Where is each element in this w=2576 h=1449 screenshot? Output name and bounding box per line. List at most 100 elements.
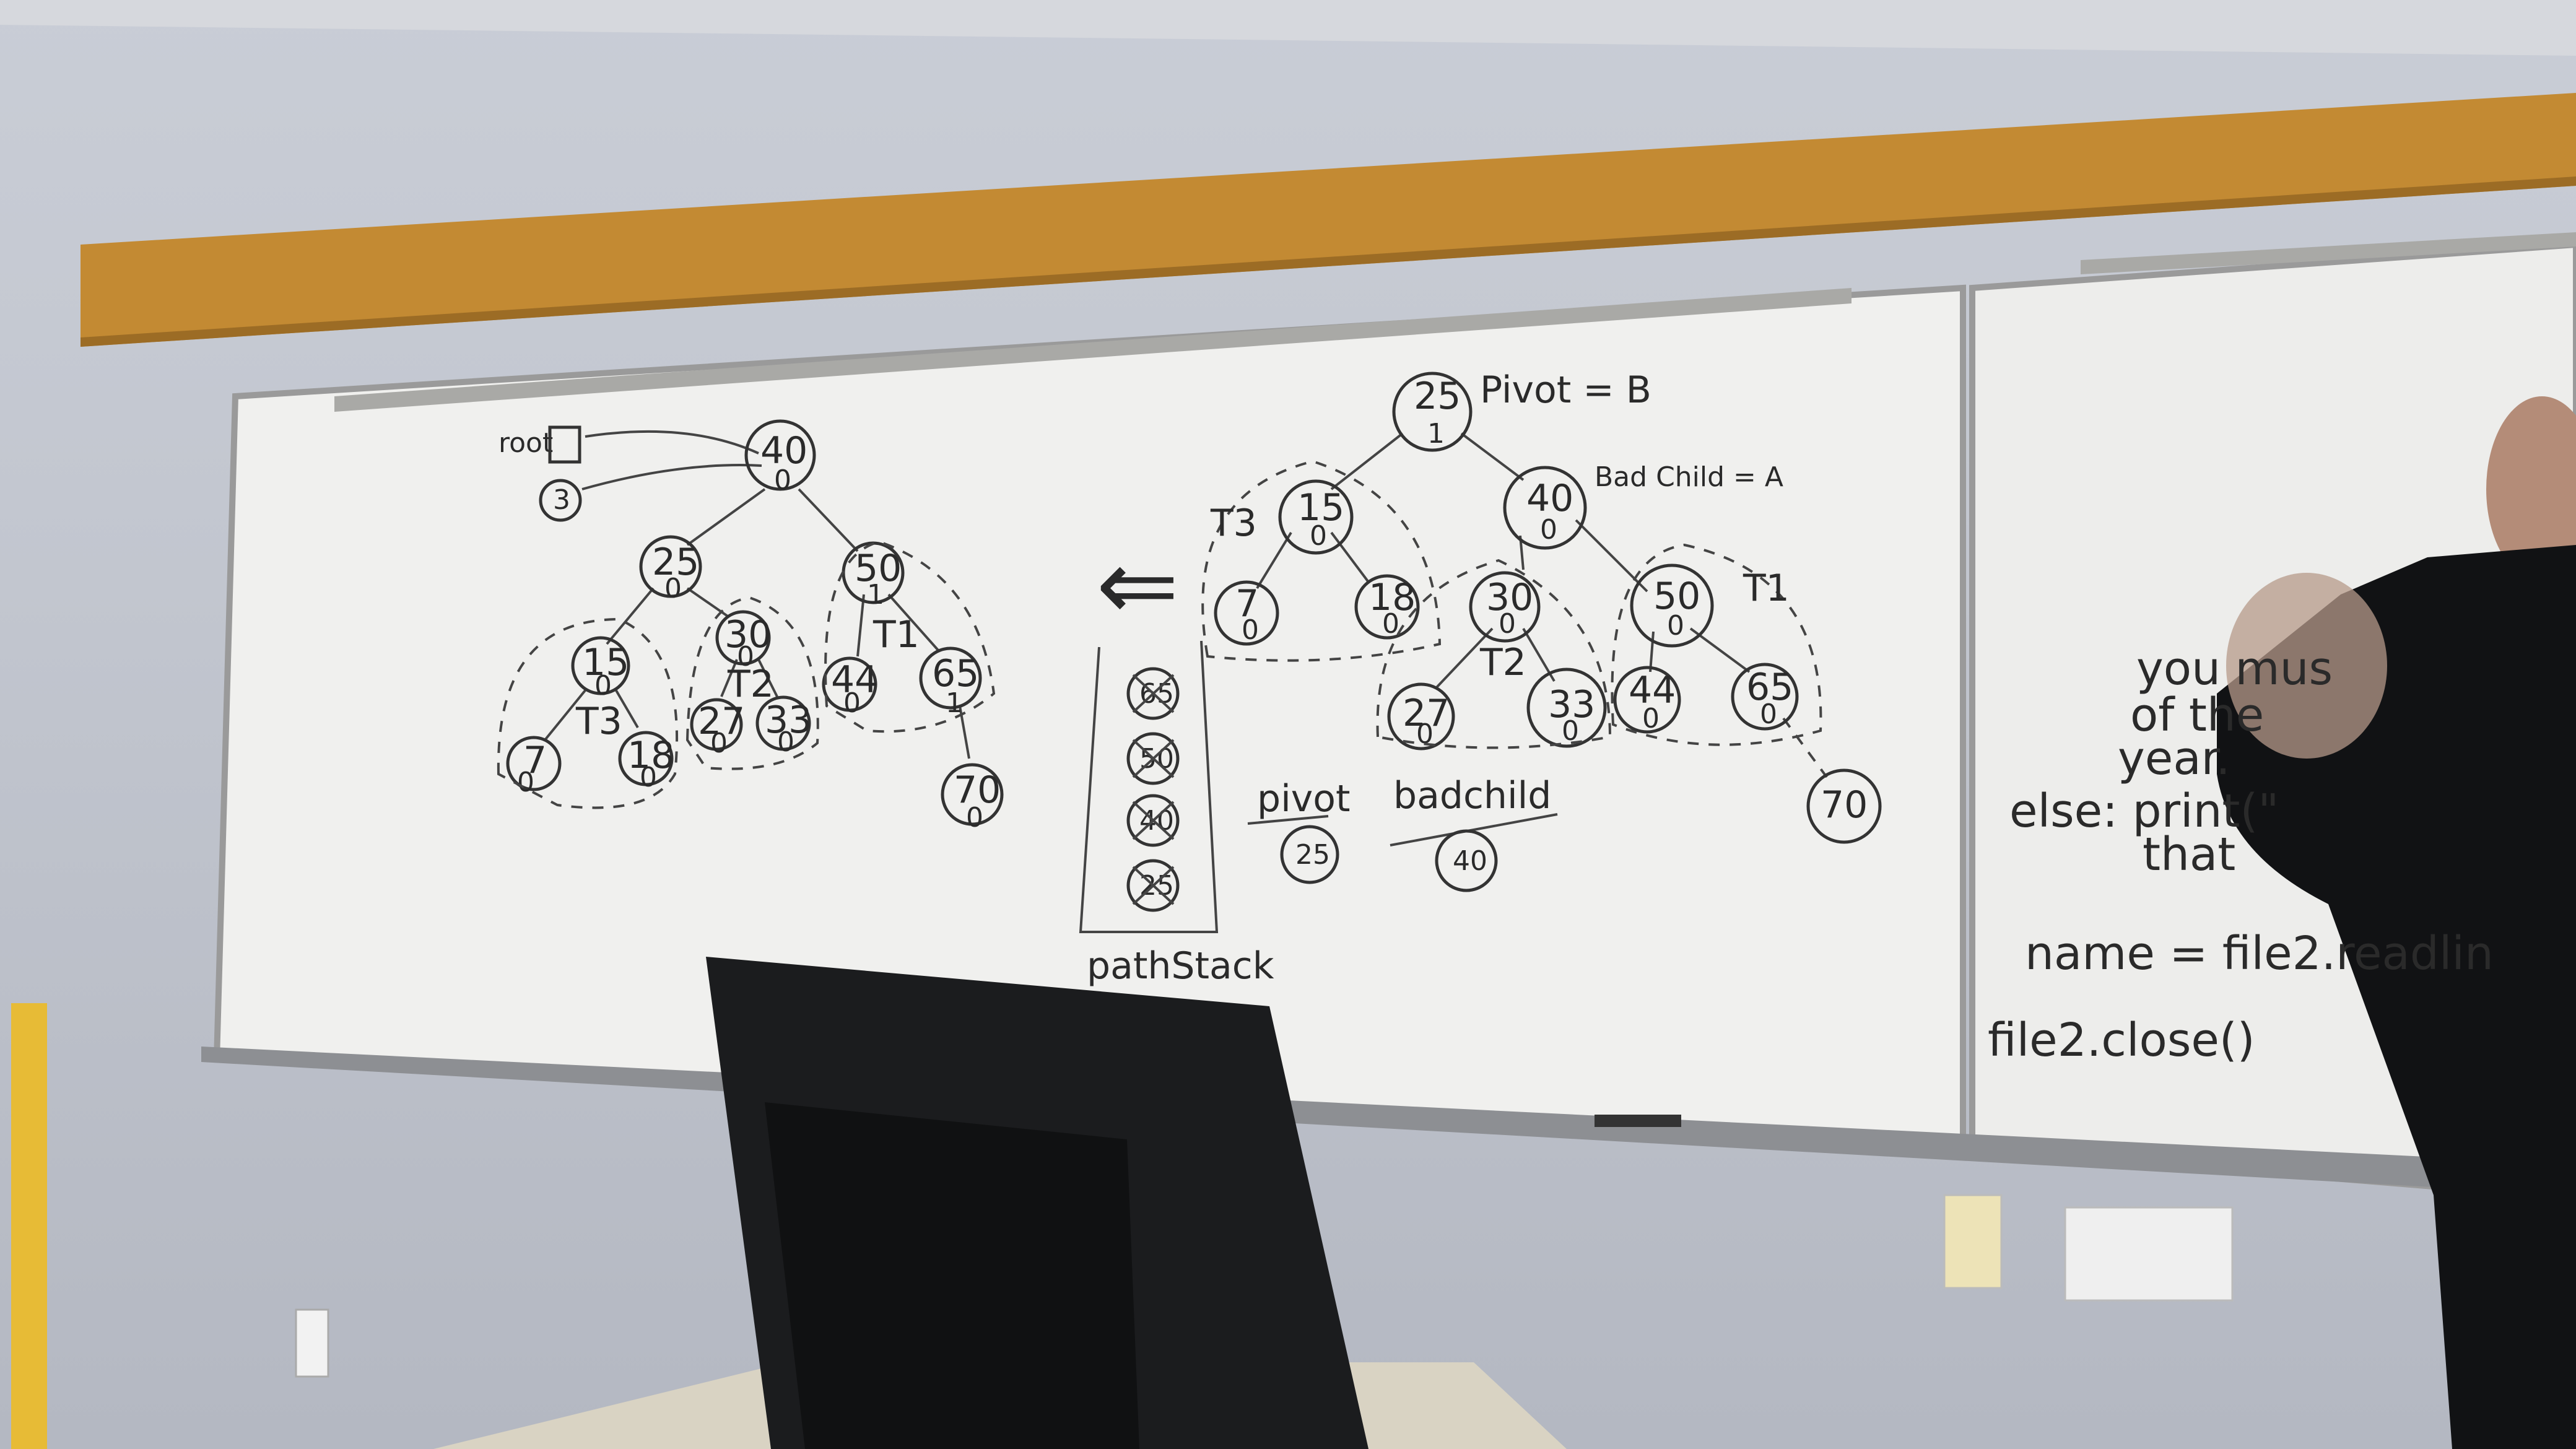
svg-text:33: 33 (765, 698, 812, 742)
tree-node: 270 (1387, 682, 1455, 751)
svg-text:27: 27 (1403, 692, 1450, 735)
stack-item: 65 (1126, 667, 1180, 720)
tree-node: 500 (1630, 564, 1714, 648)
svg-text:65: 65 (932, 652, 979, 695)
svg-text:70: 70 (954, 768, 1001, 812)
svg-text:0: 0 (1540, 514, 1557, 546)
transform-arrow: ⇐ (1096, 527, 1179, 643)
svg-text:0: 0 (843, 687, 861, 719)
yardstick (11, 1003, 47, 1449)
pivot-label: pivot (1257, 777, 1351, 820)
subtree-label: T1 (872, 613, 920, 656)
pivot-value: 25 (1295, 839, 1330, 871)
svg-text:7: 7 (1235, 582, 1259, 625)
root-pointer-circle (539, 479, 582, 522)
root-label: root (498, 427, 553, 459)
svg-text:0: 0 (710, 728, 728, 759)
tree-node: 180 (1354, 574, 1420, 640)
tree-node: 270 (690, 698, 745, 759)
tree-node: 651 (919, 646, 982, 719)
tree-node: 70 (506, 736, 562, 798)
tree-node: 700 (941, 763, 1004, 833)
tree-node: 180 (618, 731, 674, 793)
svg-text:0: 0 (594, 670, 612, 702)
path-stack-label: pathStack (1087, 944, 1274, 988)
wood-trim (80, 93, 2576, 347)
svg-text:44: 44 (1629, 669, 1676, 712)
pivot-var: pivot 25 (1247, 777, 1351, 884)
svg-text:0: 0 (1760, 698, 1777, 730)
svg-text:50: 50 (1139, 743, 1174, 775)
code-line: you mus (2136, 642, 2333, 695)
code-line: file2.close() (1988, 1014, 2255, 1067)
svg-text:0: 0 (774, 464, 791, 496)
tree-node: 400 (744, 419, 816, 496)
code-line: year. (2118, 732, 2230, 785)
svg-text:0: 0 (1667, 610, 1684, 642)
map-rail (334, 288, 1852, 412)
svg-text:25: 25 (1139, 870, 1174, 902)
subtree-label: T1 (1743, 567, 1790, 610)
svg-text:0: 0 (737, 641, 754, 672)
svg-text:18: 18 (627, 734, 674, 777)
svg-text:18: 18 (1368, 576, 1416, 619)
person-hand-blur (2226, 573, 2387, 759)
badchild-label: badchild (1393, 774, 1551, 817)
badchild-value: 40 (1453, 845, 1487, 877)
left-avl-tree: root 3 400 250 501 150 300 440 651 70 18… (497, 419, 1004, 833)
svg-text:30: 30 (1486, 576, 1533, 619)
badchild-var: badchild 40 (1390, 774, 1558, 892)
svg-text:70: 70 (1821, 783, 1868, 827)
svg-text:1: 1 (867, 579, 884, 611)
tree-node: 300 (1469, 571, 1541, 643)
svg-text:40: 40 (1139, 805, 1174, 837)
svg-text:44: 44 (831, 658, 878, 702)
person-head (2486, 396, 2576, 582)
svg-text:40: 40 (760, 429, 807, 472)
tree-node: 150 (571, 636, 630, 702)
svg-text:50: 50 (1653, 575, 1700, 618)
eraser (1595, 1115, 1681, 1127)
ceiling (0, 0, 2576, 56)
path-stack: 65 50 40 25 pathStack (1079, 640, 1274, 988)
svg-text:0: 0 (664, 573, 682, 604)
tree-node: 330 (755, 695, 812, 758)
tree-node: 330 (1526, 668, 1607, 748)
svg-text:40: 40 (1526, 477, 1573, 520)
tree-node: 440 (822, 656, 878, 719)
tree-node: 300 (715, 610, 772, 672)
svg-text:0: 0 (517, 767, 534, 798)
svg-text:0: 0 (1310, 520, 1327, 552)
svg-text:15: 15 (1297, 486, 1344, 529)
wall-outlet (295, 1308, 329, 1378)
svg-text:1: 1 (1427, 418, 1445, 450)
root-pointer-box (548, 425, 581, 464)
code-notes: you mus of the year. else: print(" that … (1988, 642, 2494, 1067)
svg-text:30: 30 (724, 613, 772, 656)
tree-node: 251 (1392, 372, 1473, 452)
svg-text:65: 65 (1746, 666, 1793, 709)
tree-node: 150 (1278, 479, 1354, 555)
svg-text:1: 1 (946, 687, 963, 719)
svg-text:27: 27 (698, 700, 745, 743)
root-pointer-value: 3 (553, 484, 570, 516)
code-line: else: print(" (2009, 785, 2279, 838)
svg-text:7: 7 (523, 739, 547, 782)
svg-text:50: 50 (855, 547, 902, 590)
subtree-label: T2 (1479, 641, 1526, 684)
code-line: name = file2.readlin (2025, 927, 2494, 980)
svg-text:0: 0 (966, 802, 983, 833)
tree-node: 70 (1806, 768, 1882, 844)
subtree-label: T3 (575, 700, 622, 743)
svg-text:25: 25 (1414, 375, 1461, 418)
right-avl-tree: Pivot = B Bad Child = A 251 150 400 70 1… (1201, 368, 1882, 844)
tree-node: 650 (1731, 663, 1799, 731)
svg-text:0: 0 (1642, 703, 1660, 734)
code-line: that (2143, 828, 2235, 881)
tree-node: 400 (1503, 466, 1587, 550)
badchild-annotation: Bad Child = A (1595, 461, 1783, 493)
root-arrow (585, 430, 759, 455)
subtree-label: T3 (1210, 502, 1257, 545)
